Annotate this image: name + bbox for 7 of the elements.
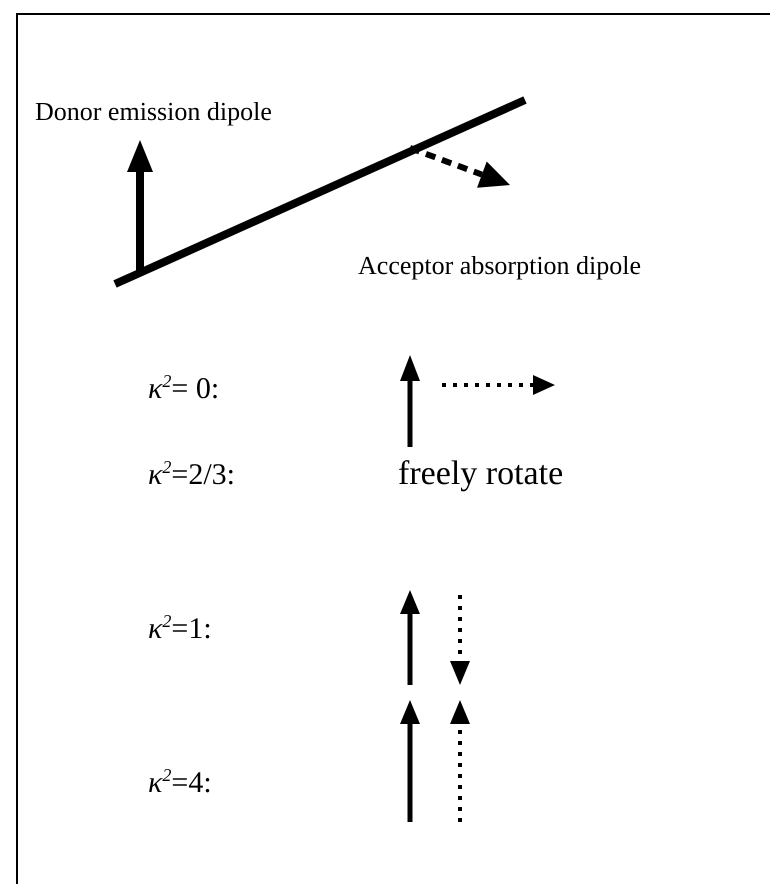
kappa-value-label: κ$^{2}$= 0: bbox=[148, 372, 220, 405]
kappa-value-label: κ$^{2}$=4: bbox=[148, 766, 212, 799]
dipole-label: Donor emission dipole bbox=[35, 98, 272, 127]
kappa-value-label: κ$^{2}$=1: bbox=[148, 612, 212, 645]
kappa-value-label: κ$^{2}$=2/3: bbox=[148, 458, 235, 491]
dipole-label: Acceptor absorption dipole bbox=[358, 252, 642, 281]
note-text: freely rotate bbox=[398, 455, 564, 492]
